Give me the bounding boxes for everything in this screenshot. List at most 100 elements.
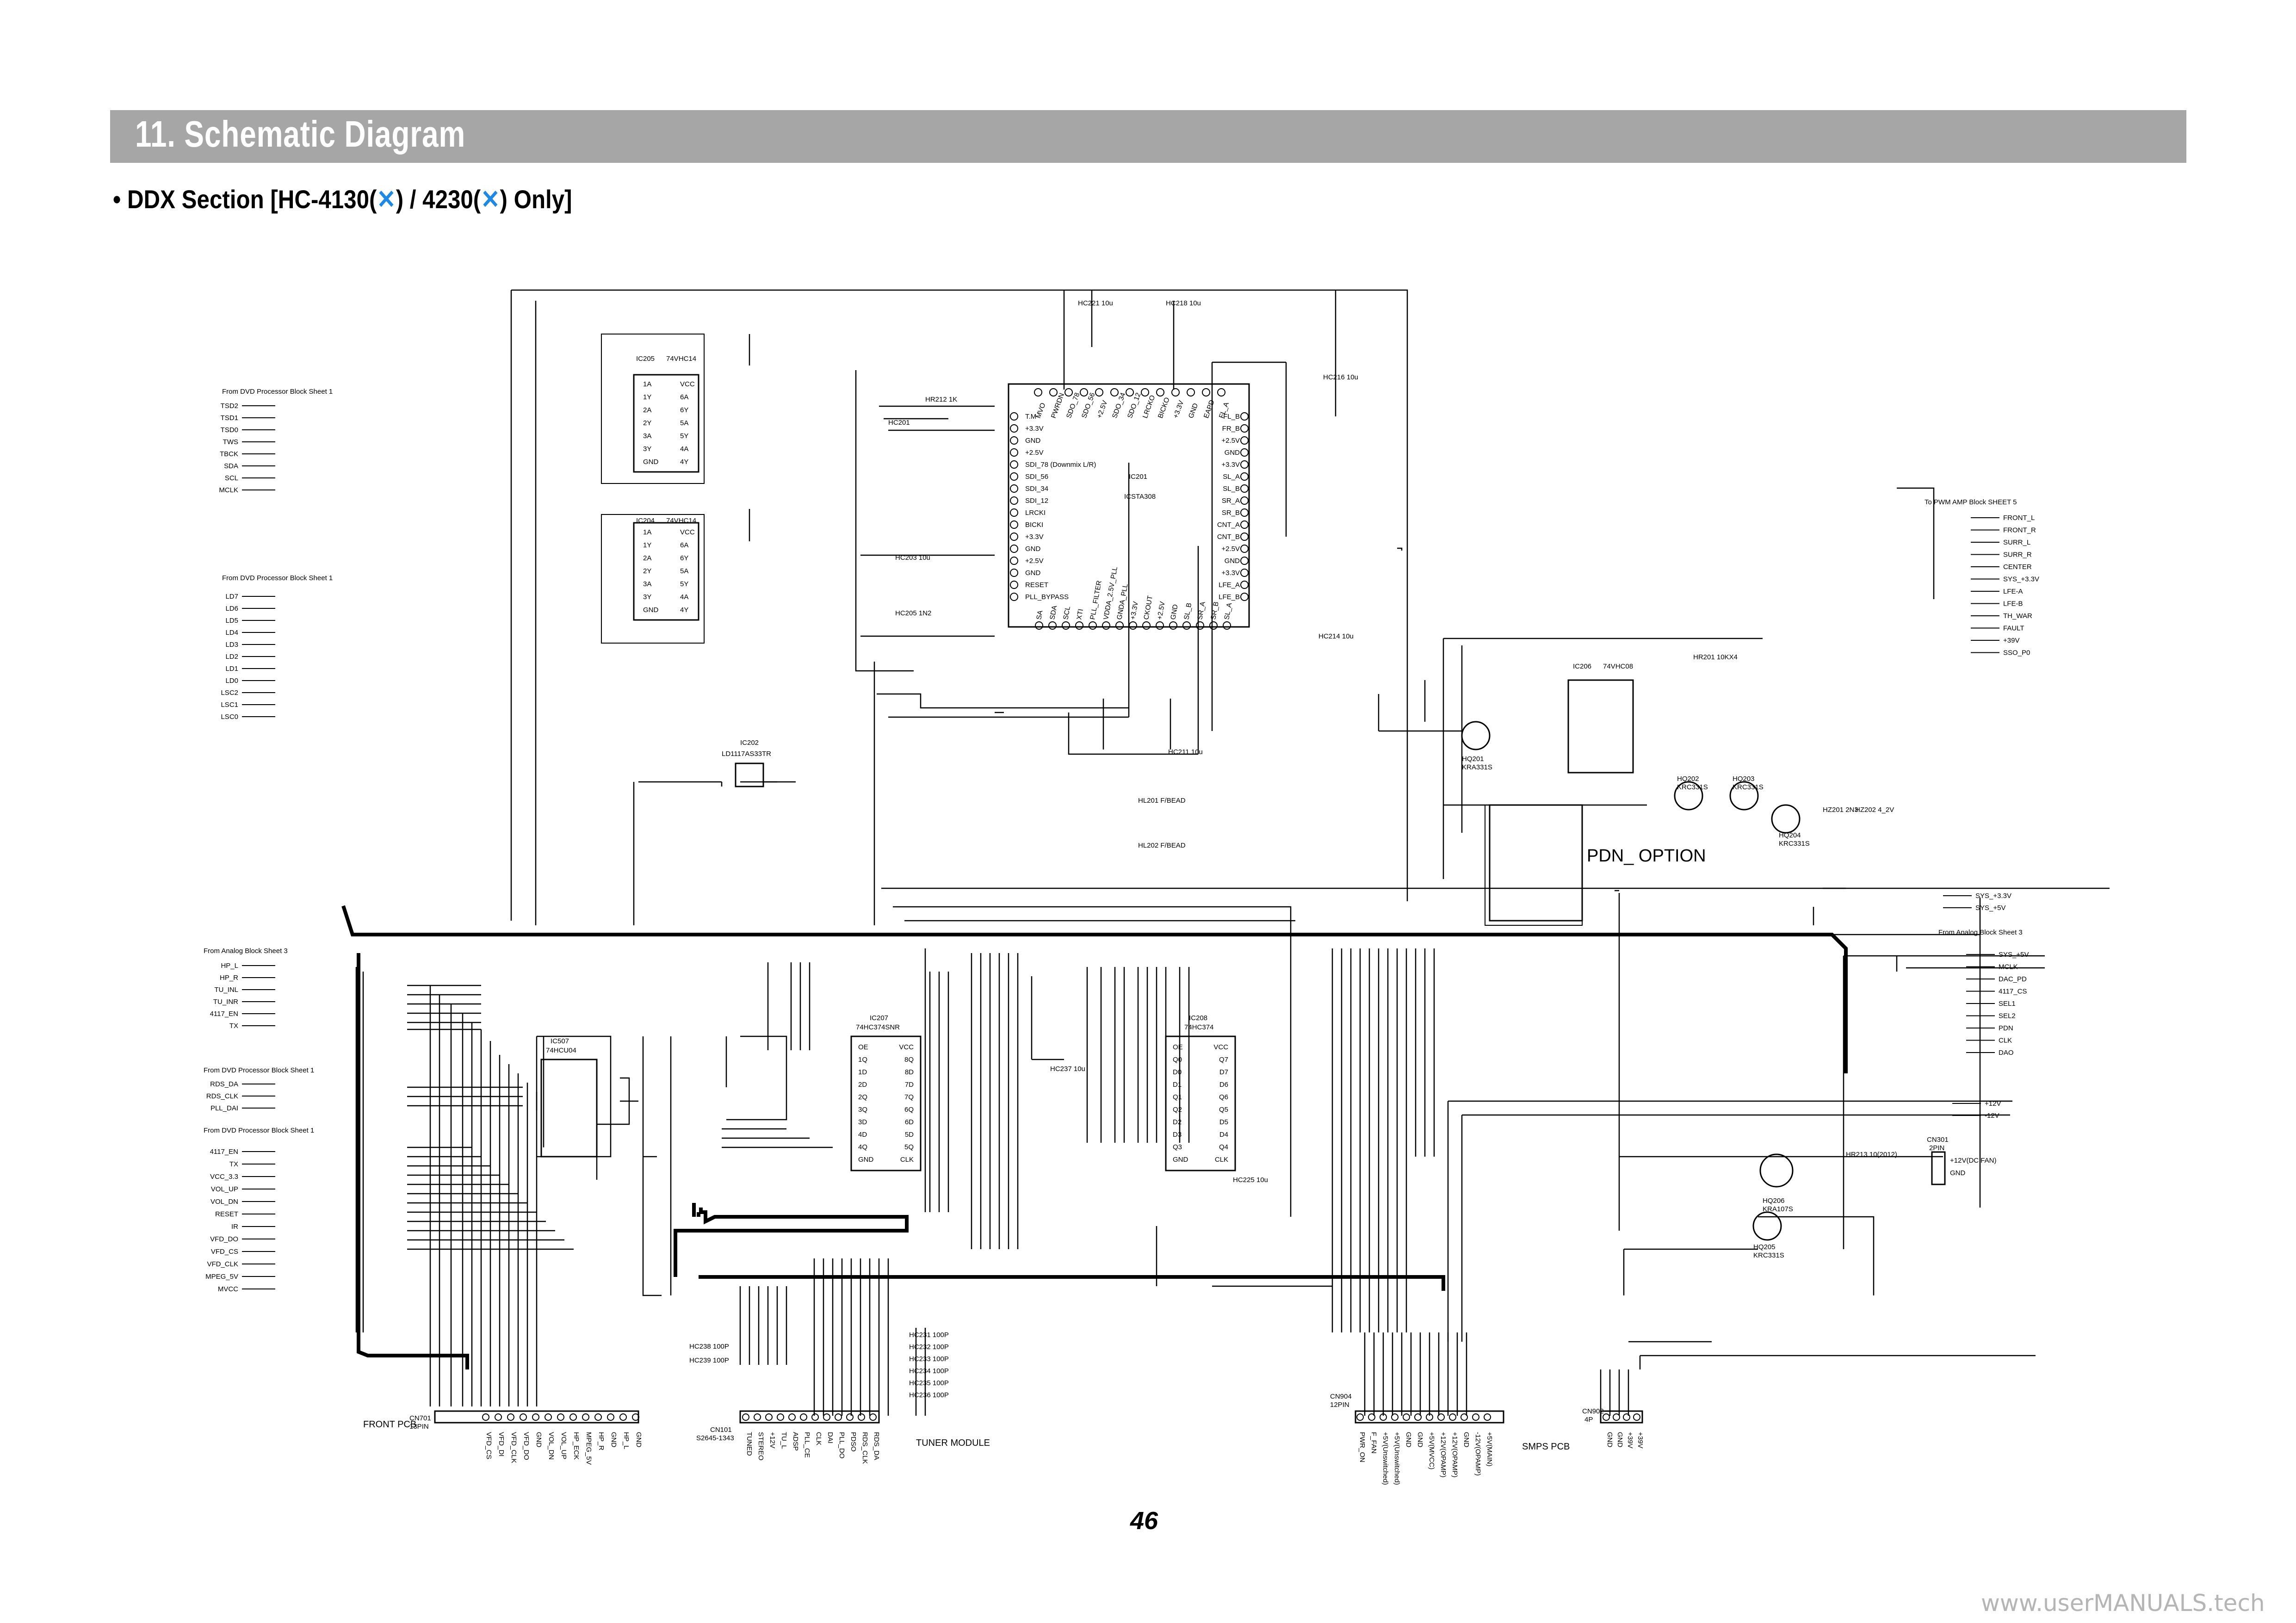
ic201-bottom-pin-9: +2.5V [1156,601,1167,620]
ic208-right-2: D7 [1219,1068,1228,1076]
tuner-connector-pad-5 [800,1413,807,1421]
smps-connector-label-4: GND [1405,1432,1412,1448]
pwm-output-2: SURR_L [2003,539,2030,546]
ic208-right-3: D6 [1219,1081,1228,1089]
ic201-right-pad-10 [1240,533,1249,541]
source-label-dvd-2: From DVD Processor Block Sheet 1 [222,574,333,582]
ic204-pin-r-3: 5A [680,567,688,575]
ic201-right-pin-2: +2.5V [1221,437,1240,445]
ic201-left-pin-3: +2.5V [1025,449,1044,457]
analog-signal-0: HP_L [221,962,238,970]
ic207-right-0: VCC [899,1043,914,1051]
ic201-right-pad-11 [1240,545,1249,553]
front-connector-name: CN701 [409,1414,431,1422]
ic201-left-pad-3 [1010,448,1018,457]
tuner-connector-label-0: TUNED [745,1432,753,1456]
rds-signal-1: RDS_CLK [206,1092,238,1100]
front-connector-label-2: VFD_CLK [510,1432,518,1463]
part-label-1: HC201 [888,419,910,427]
tuner-connector-pad-3 [777,1413,784,1421]
tuner-cap-0: HC231 100P [909,1331,949,1339]
pwm-output-6: LFE-A [2003,588,2023,595]
ic208-right-1: Q7 [1219,1056,1228,1064]
ic201-bottom-pin-10: GND [1169,604,1180,620]
ic201-top-pad-5 [1110,388,1119,396]
ic205-name: IC205 [636,355,655,363]
front-connector-pad-4 [532,1413,539,1421]
ic201-right-pin-4: +3.3V [1221,461,1240,469]
ic201-top-pin-7: LRCKO [1141,394,1157,419]
ic207-left-3: 2D [858,1081,867,1089]
part-label-15: HC237 10u [1050,1065,1085,1073]
ic201-right-pad-12 [1240,557,1249,565]
ic201-left-pin-2: GND [1025,437,1041,445]
ic208-right-8: Q4 [1219,1143,1228,1151]
pdn-option-label: PDN_ OPTION [1587,846,1706,866]
part-label-3: HC205 1N2 [895,609,931,617]
ic207-right-5: 6Q [904,1106,914,1114]
smps-connector-pad-1 [1368,1413,1375,1421]
section-mark-2: ✕ [481,185,500,214]
smps-connector-label-5: GND [1416,1432,1424,1448]
pwm-output-3: SURR_R [2003,551,2032,559]
ic201-right-pin-5: SL_A [1223,473,1240,481]
ic201-right-pin-14: LFE_A [1219,581,1240,589]
tuner-connector-label-6: CLK [815,1432,823,1445]
ic201-right-pad-14 [1240,581,1249,589]
analog-input-4: SEL1 [1999,1000,2016,1008]
section-suffix: ) Only] [500,185,572,214]
cn902-label-2: +39V [1626,1432,1634,1448]
ic208-left-4: Q1 [1173,1093,1182,1101]
tuner-connector-pad-7 [823,1413,830,1421]
ic205-pin-r-3: 5A [680,419,688,427]
tuner-cap-5: HC236 100P [909,1391,949,1399]
ic201-left-pad-9 [1010,520,1018,529]
ic201-right-pin-6: SL_B [1223,485,1240,493]
ic201-top-pad-4 [1095,388,1103,396]
lcd-signal-1: LD6 [225,605,238,613]
ic201-right-pin-8: SR_B [1222,509,1240,517]
dvd-signal-6: SCL [225,474,238,482]
ic201-left-pin-8: LRCKI [1025,509,1046,517]
lcd-signal-3: LD4 [225,629,238,637]
ic201-right-pin-0: FL_B [1223,413,1240,421]
ic201-top-pin-11: EAPD [1202,399,1216,419]
ic201-top-pad-7 [1141,388,1149,396]
ic201-left-pad-1 [1010,424,1018,433]
ic207-left-1: 1Q [858,1056,867,1064]
section-mark-1: ✕ [377,185,396,214]
tuner-connector-pins: S2645-1343 [696,1434,734,1442]
transistor-5-name: HQ205 [1753,1243,1776,1251]
ic201-top-pad-12 [1217,388,1225,396]
ic201-right-pad-6 [1240,484,1249,493]
ic204-pin-2: 2A [643,554,651,562]
ic201-right-pad-5 [1240,472,1249,481]
ic201-bottom-pin-7: +3.3V [1129,601,1140,620]
ic205-pin-r-1: 6A [680,393,688,401]
front-connector-label-8: MPEG_5V [585,1432,593,1465]
front-connector-label-3: VFD_DO [522,1432,530,1460]
ic201-left-pad-13 [1010,569,1018,577]
front-connector-pad-0 [482,1413,489,1421]
smps-connector-label-1: F_FAN [1370,1432,1378,1454]
pwm-output-5: SYS_+3.3V [2003,576,2039,583]
lcd-signal-5: LD2 [225,653,238,661]
ic201-bottom-pad-10 [1169,621,1177,630]
tuner-connector-name: CN101 [710,1426,732,1434]
front-signal-5: RESET [215,1210,238,1218]
ic201-top-pin-8: BICKO [1157,396,1171,420]
smps-connector-pad-10 [1472,1413,1479,1421]
smps-connector-pad-6 [1426,1413,1433,1421]
ic204-pin-r-2: 6Y [680,554,688,562]
dvd-signal-7: MCLK [219,486,238,494]
ic201-right-pin-15: LFE_B [1219,593,1240,601]
ic207-left-9: GND [858,1156,874,1164]
ic205-pin-r-4: 5Y [680,432,688,440]
ic208-left-7: D3 [1173,1131,1182,1139]
ic204-pin-r-6: 4Y [680,606,688,614]
ic201-top-pad-0 [1034,388,1042,396]
ic201-top-pin-4: +2.5V [1095,399,1109,419]
ic206-name: IC206 [1573,663,1591,670]
smps-connector-pad-5 [1414,1413,1422,1421]
ic201-left-pin-9: BICKI [1025,521,1043,529]
